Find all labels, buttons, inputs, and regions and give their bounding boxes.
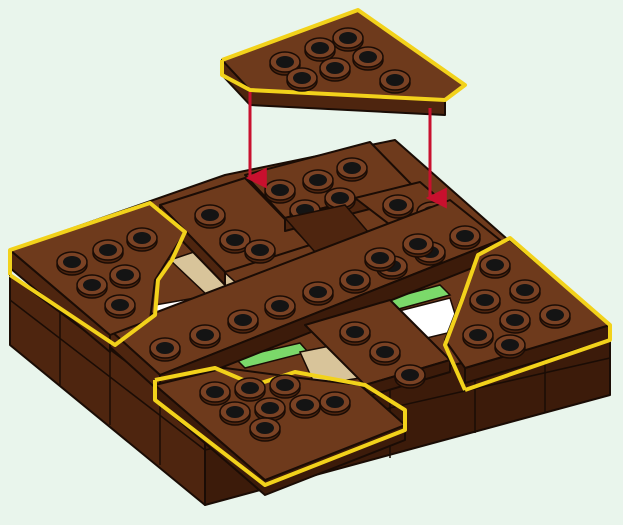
stud [287,68,317,91]
stud [510,280,540,303]
stud [403,234,433,257]
stud [290,395,320,418]
stud [235,378,265,401]
stud [463,325,493,348]
stud [333,28,363,51]
stud [320,58,350,81]
stud [77,275,107,298]
stud [303,282,333,305]
stud [383,195,413,218]
stud [500,310,530,333]
stud [340,322,370,345]
stud [337,158,367,181]
stud [270,375,300,398]
stud [305,38,335,61]
stud [265,296,295,319]
stud [220,402,250,425]
stud [110,265,140,288]
stud [250,418,280,441]
stud [255,398,285,421]
stud [93,240,123,263]
stud [450,226,480,249]
stud [200,382,230,405]
stud [105,295,135,318]
stud [353,47,383,70]
stud [540,305,570,328]
stud [470,290,500,313]
stud [340,270,370,293]
stud [370,342,400,365]
stud [480,255,510,278]
stud [127,228,157,251]
stud [395,365,425,388]
stud [303,170,333,193]
stud [57,252,87,275]
stud [190,325,220,348]
stud [265,180,295,203]
stud [380,70,410,93]
stud [228,310,258,333]
stud [150,338,180,361]
stud [365,248,395,271]
stud [495,335,525,358]
stud [320,392,350,415]
stud [195,205,225,228]
stud [245,240,275,263]
